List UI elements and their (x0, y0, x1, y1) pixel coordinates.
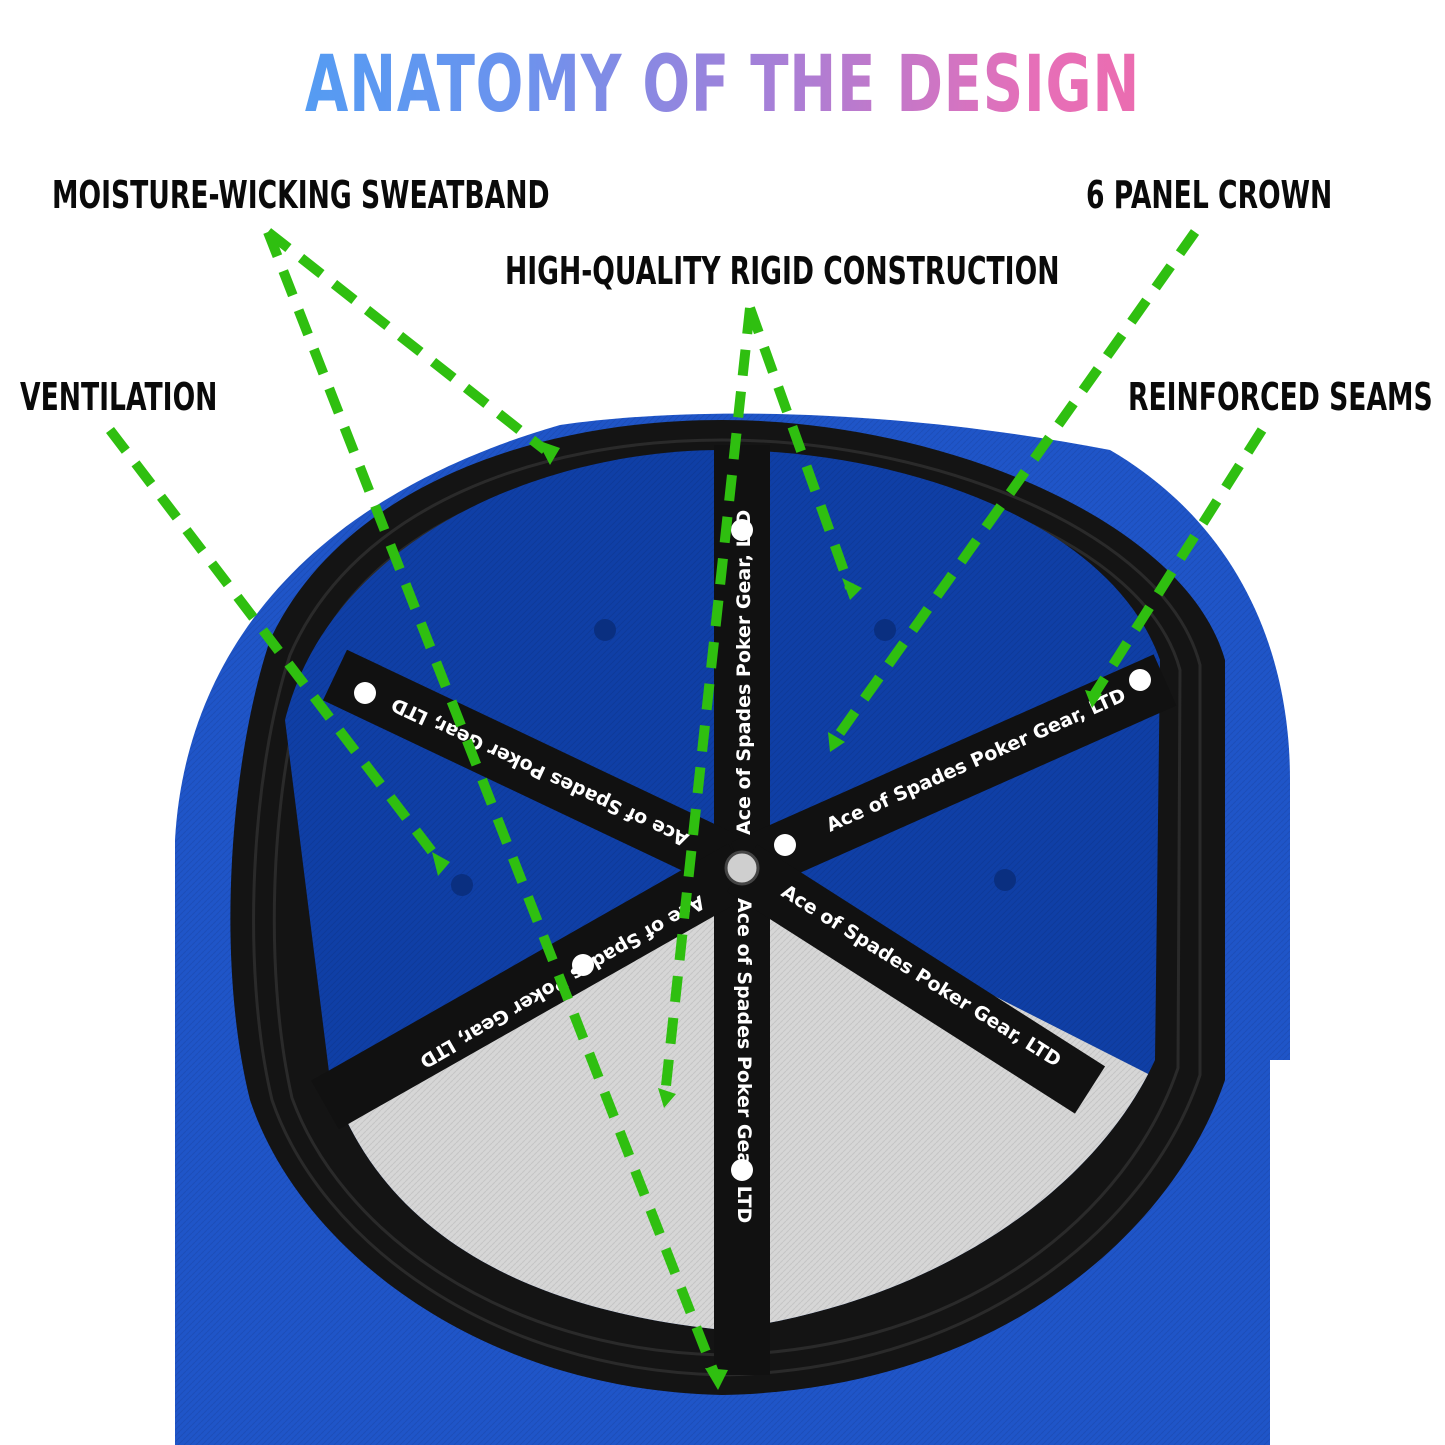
seam-tapes (311, 445, 1177, 1375)
eyelets (451, 619, 1016, 896)
pointer-construction-1 (660, 307, 755, 1096)
spade-logo-icon (354, 682, 376, 704)
spade-logo-icon (774, 834, 796, 856)
pointer-seams (1087, 427, 1267, 701)
arrowhead-icon (705, 1368, 728, 1390)
eyelet (874, 619, 896, 641)
pointer-construction-2 (745, 306, 855, 590)
tape-text: Ace of Spades Poker Gear, LTD (733, 510, 755, 835)
seam-tape-lower-right (726, 844, 1106, 1114)
label-ventilation: VENTILATION (20, 375, 218, 419)
spade-logos (354, 519, 1151, 1181)
seam-tape-lower-left (311, 843, 756, 1130)
spade-logo-icon (572, 954, 594, 976)
eyelet (994, 869, 1016, 891)
spade-logo-icon (731, 519, 753, 541)
pointers (106, 228, 1267, 1377)
pointer-sweatband-2 (263, 230, 720, 1377)
spade-logo-icon (1129, 669, 1151, 691)
arrowhead-icon (1085, 690, 1102, 708)
label-sweatband: MOISTURE-WICKING SWEATBAND (52, 173, 550, 217)
eyelet (451, 874, 473, 896)
tape-text: Ace of Spades Poker Gear, LTD (733, 898, 755, 1223)
spade-logo-icon (731, 1159, 753, 1181)
seam-tape-upper-left (323, 649, 754, 894)
pointer-ventilation (106, 426, 444, 866)
arrowhead-icon (658, 1088, 676, 1108)
arrowhead-icon (828, 732, 845, 752)
label-construction: HIGH-QUALITY RIGID CONSTRUCTION (505, 249, 1060, 293)
seam-tape-upper-right (730, 654, 1177, 894)
crown-button (724, 850, 760, 886)
arrowhead-icon (842, 578, 862, 600)
eyelet (594, 619, 616, 641)
label-seams: REINFORCED SEAMS (1128, 375, 1433, 419)
page-title: ANATOMY OF THE DESIGN (202, 40, 1242, 130)
label-crown: 6 PANEL CROWN (1086, 173, 1333, 217)
pointer-sweatband-1 (264, 228, 549, 454)
arrowhead-icon (537, 440, 560, 465)
pointer-heads (432, 440, 1102, 1390)
arrowhead-icon (432, 852, 450, 876)
pointer-crown (830, 229, 1200, 743)
